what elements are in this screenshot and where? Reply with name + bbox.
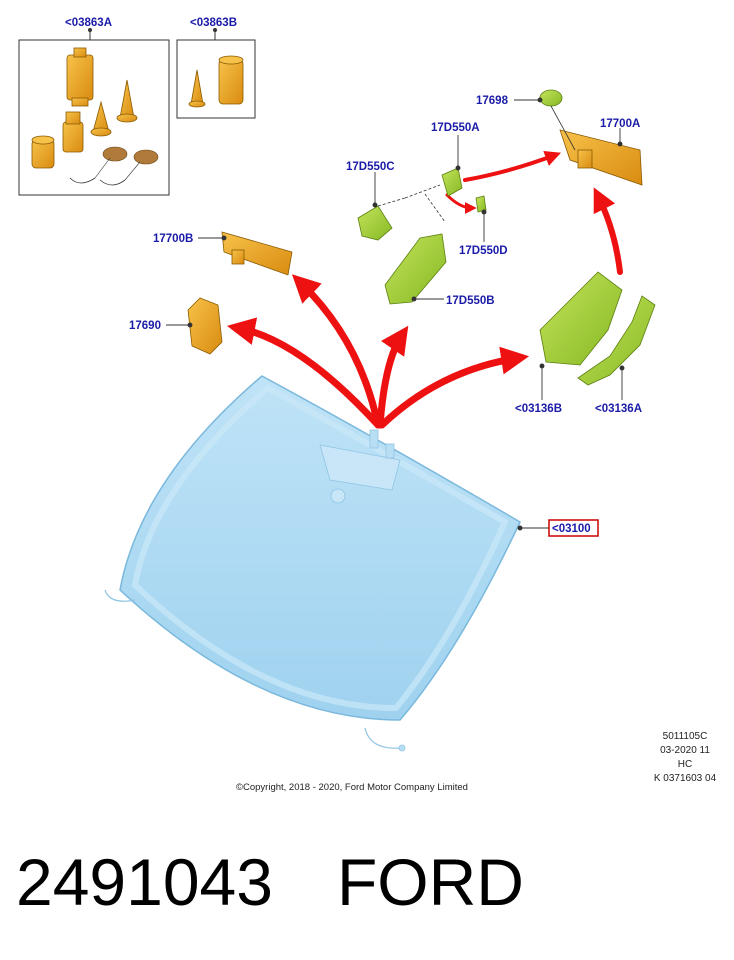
meta-line-1: 5011105C <box>662 731 708 742</box>
meta-line-3: HC <box>677 759 693 770</box>
callout-03136B[interactable]: <03136B <box>515 403 562 415</box>
brand-name: FORD <box>336 845 524 919</box>
bracket-17D550 <box>357 167 487 305</box>
meta-line-2: 03-2020 11 <box>660 745 710 756</box>
drawing-meta: 5011105C 03-2020 11 HC K 0371603 04 <box>640 730 730 786</box>
callout-17D550D[interactable]: 17D550D <box>459 245 508 257</box>
mirror-17700A <box>539 89 643 186</box>
arrows <box>227 150 623 429</box>
callout-03863B[interactable]: <03863B <box>190 17 237 29</box>
callout-17D550B[interactable]: 17D550B <box>446 295 495 307</box>
leader-lines <box>166 97 625 531</box>
meta-line-4: K 0371603 04 <box>653 773 717 784</box>
part-number: 2491043 <box>16 845 273 919</box>
copyright-text: ©Copyright, 2018 - 2020, Ford Motor Comp… <box>236 782 468 793</box>
callout-17690[interactable]: 17690 <box>129 320 161 332</box>
kit-03863B-box <box>176 28 256 119</box>
cover-03136 <box>539 271 656 386</box>
callout-17700A[interactable]: 17700A <box>600 118 640 130</box>
callout-17698[interactable]: 17698 <box>476 95 509 107</box>
footer: 2491043 FORD <box>16 842 524 922</box>
mirror-17700B <box>221 231 293 276</box>
windshield-drawing <box>104 375 521 752</box>
sensor-17690 <box>187 297 223 355</box>
highlight-box-03100 <box>548 519 599 537</box>
callout-17D550A[interactable]: 17D550A <box>431 122 480 134</box>
kit-03863A-box <box>18 28 170 196</box>
callout-03863A[interactable]: <03863A <box>65 17 112 29</box>
callout-03100[interactable]: <03100 <box>552 523 591 535</box>
callout-03136A[interactable]: <03136A <box>595 403 642 415</box>
callout-17700B[interactable]: 17700B <box>153 233 193 245</box>
callout-17D550C[interactable]: 17D550C <box>346 161 395 173</box>
